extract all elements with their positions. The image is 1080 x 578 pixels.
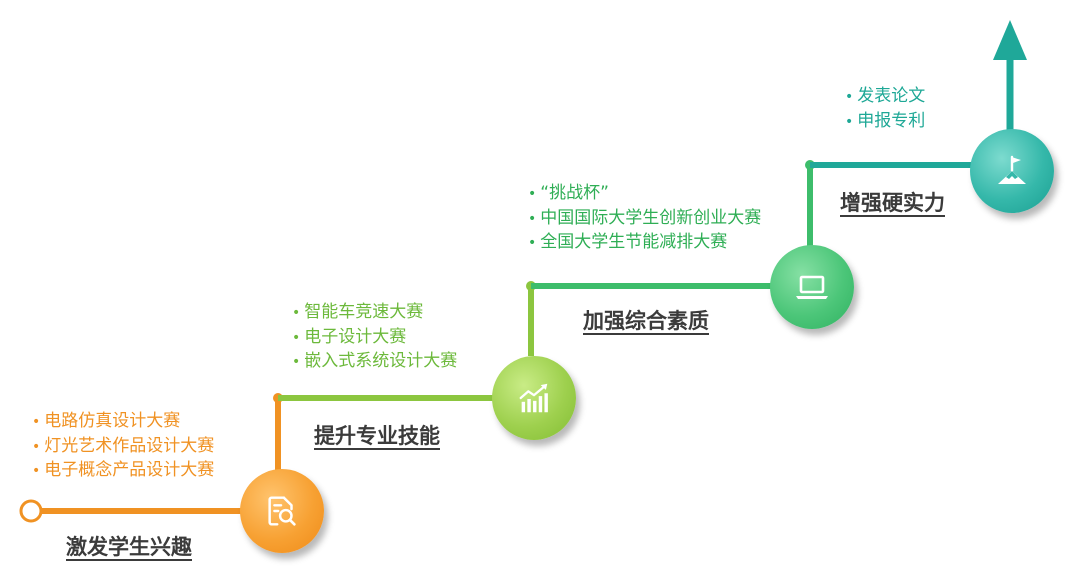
bullet-dot: • (32, 438, 41, 455)
stage-3-title: 加强综合素质 (583, 309, 709, 333)
item-text: 灯光艺术作品设计大赛 (44, 435, 215, 456)
item-text: 智能车竞速大赛 (304, 302, 424, 322)
mountain-flag-icon (998, 155, 1026, 184)
item-text: “挑战杯” (540, 183, 609, 203)
list-item: •中国国际大学生创新创业大赛 (528, 207, 761, 232)
laptop-icon (796, 275, 828, 299)
arrow-head (993, 20, 1027, 60)
bullet-dot: • (528, 186, 537, 202)
list-item: •电路仿真设计大赛 (32, 410, 214, 435)
stage-1-circle (240, 469, 324, 553)
document-search-icon (268, 496, 296, 526)
bullet-dot: • (32, 463, 41, 479)
list-item: •全国大学生节能减排大赛 (528, 231, 761, 256)
bullet-dot: • (292, 354, 301, 370)
stage-4-circle (970, 129, 1054, 213)
stage-3-circle (770, 245, 854, 329)
bullet-dot: • (845, 113, 854, 130)
item-text: 电子概念产品设计大赛 (44, 460, 215, 480)
bullet-dot: • (292, 329, 301, 346)
item-text: 嵌入式系统设计大赛 (304, 351, 458, 371)
list-item: •灯光艺术作品设计大赛 (32, 435, 214, 460)
start-node (19, 499, 43, 523)
stage-1-title: 激发学生兴趣 (66, 535, 192, 559)
stage-3-items: •“挑战杯” •中国国际大学生创新创业大赛 •全国大学生节能减排大赛 (528, 182, 761, 256)
bar-chart-growth-icon (519, 383, 548, 413)
bullet-dot: • (528, 235, 537, 251)
bullet-dot: • (845, 89, 854, 105)
list-item: •“挑战杯” (528, 182, 761, 207)
item-text: 中国国际大学生创新创业大赛 (540, 207, 762, 228)
stage-2-items: •智能车竞速大赛 •电子设计大赛 •嵌入式系统设计大赛 (292, 301, 457, 375)
bullet-dot: • (528, 210, 537, 227)
stage-4-title: 增强硬实力 (840, 191, 945, 215)
stage-1-items: •电路仿真设计大赛 •灯光艺术作品设计大赛 •电子概念产品设计大赛 (32, 410, 214, 484)
stage-2-title: 提升专业技能 (314, 424, 440, 448)
item-text: 电路仿真设计大赛 (44, 411, 181, 431)
bullet-dot: • (32, 414, 41, 430)
list-item: •电子设计大赛 (292, 326, 457, 351)
list-item: •申报专利 (845, 110, 925, 135)
stage-4-items: •发表论文 •申报专利 (845, 85, 925, 134)
list-item: •智能车竞速大赛 (292, 301, 457, 326)
stage-2-circle (492, 356, 576, 440)
list-item: •电子概念产品设计大赛 (32, 459, 214, 484)
list-item: •发表论文 (845, 85, 925, 110)
item-text: 电子设计大赛 (304, 326, 407, 347)
list-item: •嵌入式系统设计大赛 (292, 350, 457, 375)
item-text: 全国大学生节能减排大赛 (540, 232, 728, 252)
item-text: 发表论文 (857, 86, 926, 106)
bullet-dot: • (292, 305, 301, 321)
item-text: 申报专利 (857, 110, 926, 131)
